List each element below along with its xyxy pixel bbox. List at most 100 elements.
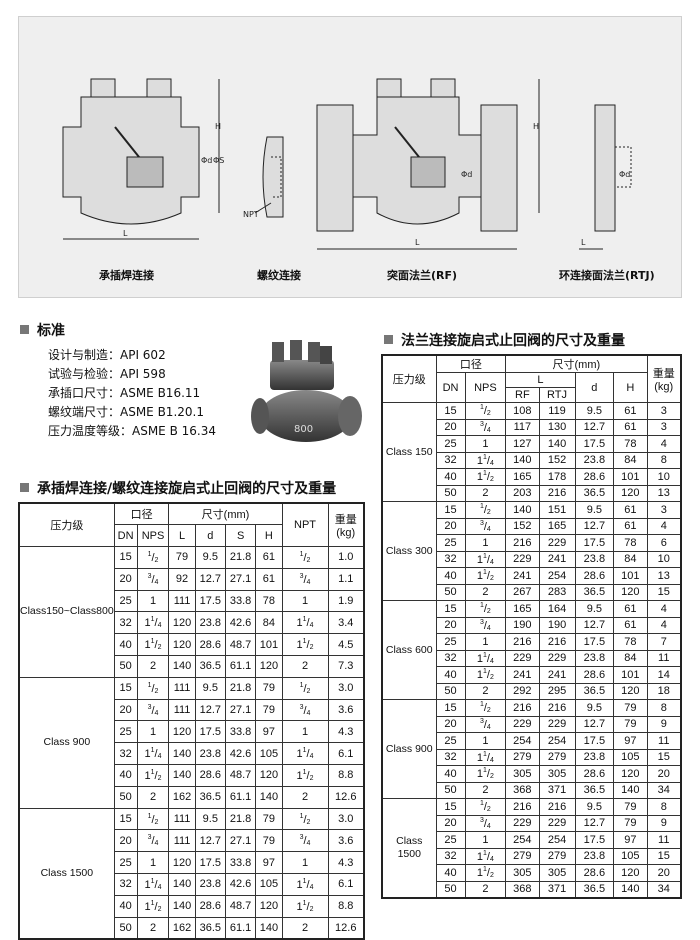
cell-nps: 1/2 [136, 676, 170, 700]
fraction-num: 1 [302, 768, 307, 776]
fraction-den: 2 [154, 818, 159, 826]
fraction-den: 2 [489, 674, 494, 682]
cell-h: 61 [613, 402, 648, 420]
cell-nps: 2 [464, 682, 507, 700]
cell-h: 78 [613, 534, 648, 552]
cell-dn: 32 [113, 742, 138, 766]
cell-weight: 4 [646, 435, 682, 453]
cell-d: 9.5 [574, 501, 615, 519]
cell-s: 61.1 [224, 655, 257, 678]
fraction-den: 4 [157, 622, 162, 630]
cell-npt: 2 [281, 916, 329, 940]
cell-rtj: 254 [538, 732, 576, 750]
cell-npt: 1/2 [281, 546, 329, 569]
cell-weight: 7.3 [327, 655, 365, 678]
fraction-whole: 1 [149, 856, 157, 869]
cell-rf: 216 [505, 633, 540, 651]
fraction-den: 2 [157, 644, 162, 652]
fraction-whole: 2 [482, 487, 489, 500]
fraction-whole: 1 [144, 878, 151, 891]
fraction-den: 4 [154, 840, 159, 848]
cell-nps: 11/2 [464, 567, 507, 585]
cell-nps: 11/2 [136, 764, 170, 787]
cell-nps: 3/4 [136, 698, 170, 722]
cell-rf: 241 [505, 567, 540, 585]
fraction-den: 4 [486, 723, 491, 731]
cell-d: 23.8 [194, 611, 226, 635]
fraction-whole: 1 [476, 768, 483, 781]
fraction-num: 3 [299, 703, 304, 711]
cell-rf: 140 [505, 451, 540, 469]
fraction-den: 2 [306, 687, 311, 695]
fraction-num: 1 [483, 767, 487, 775]
cell-h: 120 [613, 583, 648, 601]
cell-nps: 1/2 [464, 501, 507, 519]
fraction-den: 2 [157, 774, 162, 782]
cell-weight: 8.8 [327, 894, 365, 918]
cell-npt: 3/4 [281, 698, 329, 722]
cell-npt: 3/4 [281, 829, 329, 853]
col-nps: NPS [464, 372, 507, 403]
col-dims: 尺寸(mm) [168, 502, 283, 526]
pressure-class: Class 600 [381, 600, 437, 700]
cell-d: 12.7 [194, 567, 226, 591]
cell-weight: 11 [646, 732, 682, 750]
col-h: H [255, 524, 283, 548]
fraction-den: 4 [486, 426, 491, 434]
cell-h: 140 [613, 880, 648, 898]
caption-rf-flange: 突面法兰(RF) [387, 269, 458, 282]
cell-dn: 50 [435, 781, 466, 799]
fraction-num: 1 [479, 503, 484, 511]
cell-h: 61 [613, 517, 648, 535]
cell-l: 140 [168, 873, 196, 896]
col-nps: NPS [136, 524, 170, 548]
fraction-whole: 1 [476, 751, 483, 764]
cell-nps: 2 [136, 785, 170, 809]
cell-h: 120 [613, 765, 648, 783]
cell-rtj: 165 [538, 517, 576, 535]
cell-dn: 20 [435, 715, 466, 733]
cell-weight: 3 [646, 501, 682, 519]
cell-d: 17.5 [194, 720, 226, 744]
cell-dn: 50 [435, 880, 466, 898]
cell-npt: 1 [281, 589, 329, 613]
fraction-den: 4 [157, 753, 162, 761]
cell-dn: 25 [435, 435, 466, 453]
cell-d: 12.7 [194, 698, 226, 722]
cell-h: 120 [613, 484, 648, 502]
cell-nps: 2 [464, 880, 507, 898]
cell-dn: 25 [113, 720, 138, 744]
fraction-den: 2 [486, 806, 491, 814]
cell-dn: 40 [113, 764, 138, 787]
cell-rtj: 190 [538, 616, 576, 634]
fraction-whole: 1 [149, 725, 157, 738]
cell-dn: 20 [113, 698, 138, 722]
valve-drawings: H L Φd ΦS NPT H L Φd Φd L [62, 78, 632, 250]
cell-weight: 1.0 [327, 546, 365, 569]
cell-h: 79 [613, 699, 648, 717]
cell-rtj: 371 [538, 880, 576, 898]
rtj-flange-drawing [579, 104, 632, 250]
cell-dn: 20 [435, 616, 466, 634]
cell-h: 79 [613, 798, 648, 816]
fraction-whole: 1 [301, 725, 309, 738]
cell-s: 27.1 [224, 829, 257, 853]
cell-dn: 20 [435, 418, 466, 436]
cell-rf: 305 [505, 765, 540, 783]
standard-line: 螺纹端尺寸：ASME B1.20.1 [48, 405, 204, 419]
fraction-den: 2 [486, 410, 491, 418]
cell-rtj: 279 [538, 748, 576, 766]
fraction-whole: 1 [149, 595, 157, 608]
cell-l: 120 [168, 851, 196, 875]
cell-rtj: 178 [538, 468, 576, 486]
cell-nps: 1 [464, 732, 507, 750]
fraction-num: 3 [147, 834, 152, 842]
cell-d: 17.5 [574, 831, 615, 849]
fraction-num: 3 [479, 618, 484, 626]
fraction-den: 4 [486, 525, 491, 533]
fraction-whole: 1 [476, 454, 483, 467]
cell-dn: 15 [113, 676, 138, 700]
